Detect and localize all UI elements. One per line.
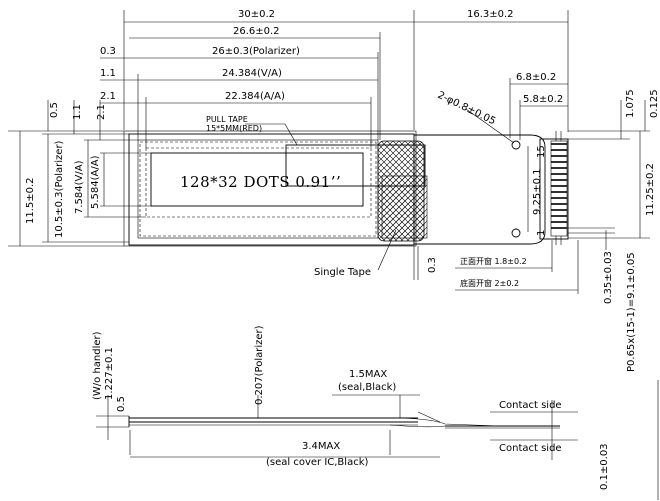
dim-polarizer-thickness: 0.207(Polarizer) — [254, 325, 265, 405]
pin-15-label: 15 — [536, 145, 547, 158]
mounting-hole-top — [511, 140, 521, 150]
dim-fpc-length: 16.3±0.2 — [467, 9, 514, 20]
dim-lines-top — [100, 10, 569, 148]
contact-side-label-1: Contact side — [499, 400, 562, 411]
dim-ic-seal-max: 3.4MAX — [302, 441, 340, 452]
dim-side-thickness: 1.227±0.1 — [104, 347, 115, 400]
pin-1-label: 1 — [536, 230, 547, 236]
display-resolution-text: 128*32 DOTS 0.91’’ — [180, 173, 341, 191]
dim-pin-thickness: 0.35±0.03 — [603, 251, 614, 304]
dim-offset-2-1: 2.1 — [100, 91, 116, 102]
dim-polarizer-width: 26±0.3(Polarizer) — [212, 46, 300, 57]
side-view — [128, 411, 560, 429]
pull-tape-label-2: 15*5MM(RED) — [206, 124, 262, 133]
dim-seal-max: 1.5MAX — [349, 369, 387, 380]
dim-offset-1-1: 1.1 — [100, 68, 116, 79]
dim-bottom-0-3: 0.3 — [427, 257, 438, 273]
contact-side-label-2: Contact side — [499, 443, 562, 454]
dim-fpc-thickness: 0.1±0.03 — [599, 443, 610, 490]
dim-overall-width: 30±0.2 — [238, 9, 275, 20]
hole-dimension: 2-φ0.8±0.05 — [436, 90, 498, 128]
dim-active-area-height: 5.584(A/A) — [90, 155, 101, 209]
dim-right-1-075: 1.075 — [625, 89, 636, 118]
side-dim-lines — [96, 380, 659, 500]
back-window-label: 底面开窗 2±0.2 — [460, 278, 519, 288]
dim-lines-right — [568, 100, 650, 250]
pin-span-dimension: 9.25±0.1 — [532, 168, 543, 215]
dim-seal-note: (seal,Black) — [338, 382, 396, 393]
dim-view-area-width: 24.384(V/A) — [222, 68, 282, 79]
dim-right-height: 11.25±0.2 — [645, 163, 656, 216]
dim-offset-0-3: 0.3 — [100, 46, 116, 57]
dim-view-area-height: 7.584(V/A) — [74, 160, 85, 214]
dim-left-1-1: 1.1 — [72, 104, 83, 120]
dim-left-2-1: 2.1 — [96, 104, 107, 120]
dim-overall-height: 11.5±0.2 — [25, 177, 36, 224]
mounting-hole-bottom — [511, 228, 521, 238]
pull-tape — [285, 144, 426, 187]
dim-active-area-width: 22.384(A/A) — [225, 91, 285, 102]
contact-pins — [550, 140, 568, 237]
front-window-label: 正面开窗 1.8±0.2 — [460, 256, 527, 266]
dim-ic-seal-note: (seal cover IC,Black) — [266, 457, 368, 468]
dim-side-0-5: 0.5 — [116, 396, 127, 412]
dim-side-handler: (W/o handler) — [92, 331, 103, 400]
pull-tape-label-1: PULL TAPE — [206, 115, 248, 124]
dim-fpc-width: 6.8±0.2 — [516, 72, 556, 83]
dim-polarizer-height: 10.5±0.3(Polarizer) — [54, 140, 65, 238]
dim-left-0-5: 0.5 — [49, 102, 60, 118]
window-dim-lines — [455, 240, 579, 294]
active-area — [150, 152, 364, 207]
dim-pin-pitch: P0.65x(15-1)=9.1±0.05 — [626, 252, 637, 372]
single-tape-label: Single Tape — [314, 267, 371, 278]
dim-right-0-125: 0.125 — [649, 89, 660, 118]
dim-lines-left — [8, 100, 151, 247]
dim-glass-width: 26.6±0.2 — [233, 26, 280, 37]
single-tape-area — [381, 175, 428, 239]
dim-contact-width: 5.8±0.2 — [523, 94, 563, 105]
